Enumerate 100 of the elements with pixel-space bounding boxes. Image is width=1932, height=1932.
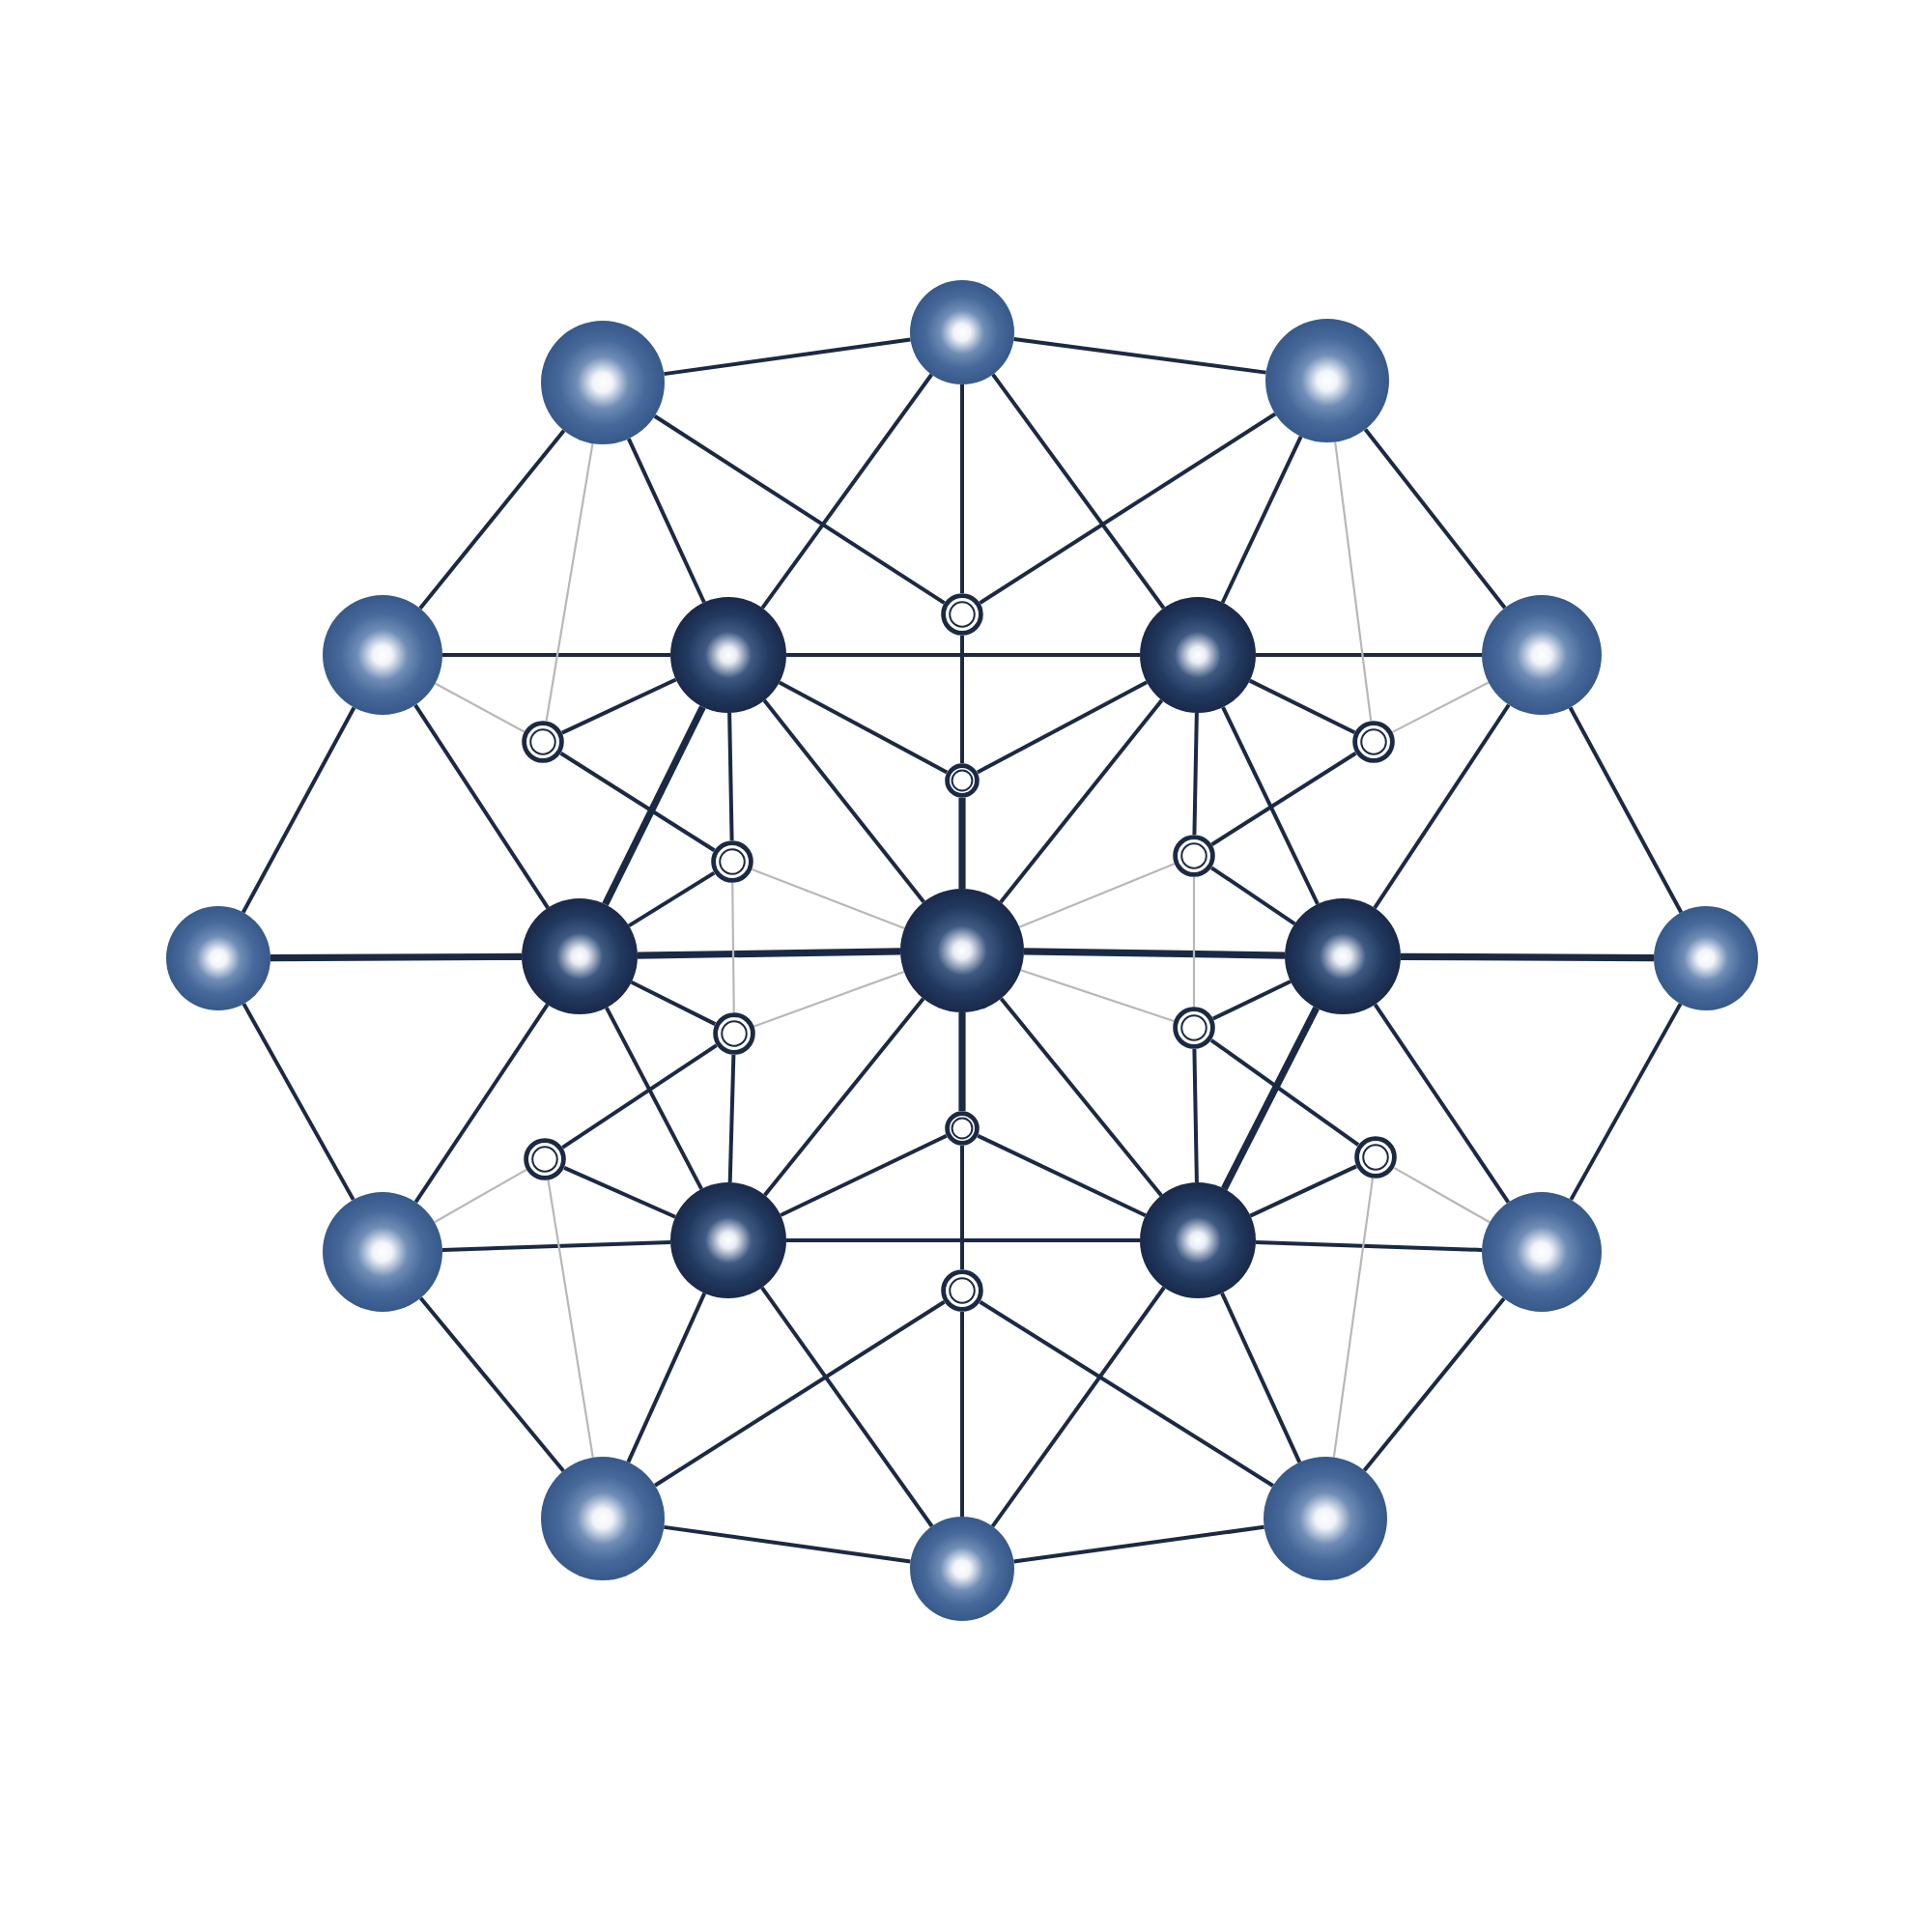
sphere-node (910, 280, 1014, 384)
link-line (1211, 980, 1292, 1021)
link-line (960, 384, 964, 593)
link-line (1249, 1164, 1357, 1218)
link-line (1400, 952, 1654, 962)
link-line (653, 1300, 946, 1488)
link-line (763, 997, 925, 1197)
ring-node (1173, 1007, 1215, 1049)
link-line (1209, 1038, 1360, 1147)
ring-node (711, 840, 753, 883)
link-line (991, 373, 1166, 610)
ring-node (1352, 721, 1395, 763)
sphere-node (323, 595, 442, 715)
sphere-node (1285, 898, 1401, 1014)
thin-link-line (434, 1168, 527, 1224)
link-line (727, 712, 734, 841)
link-line (979, 412, 1277, 605)
link-line (653, 414, 946, 605)
link-line (242, 1003, 355, 1201)
link-line (979, 1300, 1274, 1488)
thin-link-line (1332, 1178, 1375, 1458)
ring-node (941, 593, 983, 636)
sphere-node (1482, 595, 1602, 715)
link-line (561, 1043, 718, 1150)
link-line (960, 1146, 964, 1269)
link-line (413, 1003, 550, 1204)
ring-node (945, 1111, 980, 1146)
sphere-node (1482, 1192, 1602, 1312)
sphere-node (166, 906, 270, 1010)
link-line (760, 373, 933, 610)
ring-node (524, 1138, 566, 1180)
sphere-node (1264, 1457, 1387, 1580)
sphere-node (541, 1457, 665, 1580)
link-line (1373, 1003, 1511, 1204)
link-line (958, 1012, 966, 1111)
ring-node (945, 763, 980, 798)
ring-node (522, 721, 564, 763)
thin-link-line (731, 883, 735, 1012)
link-line (418, 1296, 565, 1472)
sphere-node (522, 898, 638, 1014)
link-line (990, 1286, 1166, 1528)
link-line (441, 1240, 671, 1252)
link-line (627, 870, 716, 928)
link-line (270, 952, 523, 962)
link-line (727, 1054, 736, 1183)
link-line (664, 337, 911, 377)
ring-node (941, 1269, 983, 1312)
ring-node (1354, 1136, 1397, 1179)
link-line (1568, 706, 1684, 914)
link-line (786, 653, 1140, 657)
sphere-node (1140, 1182, 1256, 1298)
sphere-node (1140, 597, 1256, 713)
link-line (1210, 752, 1357, 846)
sphere-node (323, 1192, 442, 1312)
link-line (630, 980, 717, 1026)
link-line (1192, 712, 1199, 836)
sphere-node (900, 889, 1024, 1012)
link-line (960, 1312, 964, 1517)
thin-link-line (1392, 681, 1490, 733)
link-line (999, 698, 1164, 904)
sphere-node (670, 1182, 786, 1298)
link-line (778, 680, 949, 775)
link-line (413, 703, 550, 909)
sphere-node (910, 1517, 1014, 1621)
thin-link-line (753, 970, 905, 1028)
thin-link-line (1020, 969, 1175, 1023)
link-line (559, 752, 716, 852)
sphere-node (670, 597, 786, 713)
link-line (1013, 1524, 1264, 1564)
thin-link-line (1192, 877, 1196, 1007)
thin-link-line (547, 1179, 594, 1458)
link-line (442, 653, 670, 657)
link-line (561, 677, 677, 735)
link-line (626, 1292, 707, 1463)
link-line (1013, 337, 1266, 375)
link-line (637, 948, 901, 959)
link-line (1220, 1292, 1302, 1463)
link-line (1221, 706, 1320, 905)
link-line (1373, 703, 1511, 910)
link-line (241, 706, 356, 914)
link-line (1210, 866, 1296, 926)
sphere-node (1654, 906, 1758, 1010)
link-line (1255, 1240, 1483, 1252)
link-line (1362, 1296, 1506, 1472)
link-line (664, 1524, 911, 1564)
thin-link-line (1018, 863, 1176, 928)
link-line (1363, 428, 1507, 610)
link-line (1248, 678, 1356, 735)
link-line (563, 1166, 676, 1219)
link-line (999, 997, 1163, 1197)
link-line (1221, 1006, 1320, 1191)
link-line (760, 1286, 934, 1528)
link-line (958, 798, 966, 889)
thin-link-line (545, 442, 594, 722)
thin-link-line (1393, 1166, 1491, 1224)
link-line (626, 438, 706, 604)
link-line (762, 698, 925, 904)
link-line (786, 1238, 1140, 1242)
ring-node (713, 1012, 755, 1055)
link-line (602, 705, 706, 906)
